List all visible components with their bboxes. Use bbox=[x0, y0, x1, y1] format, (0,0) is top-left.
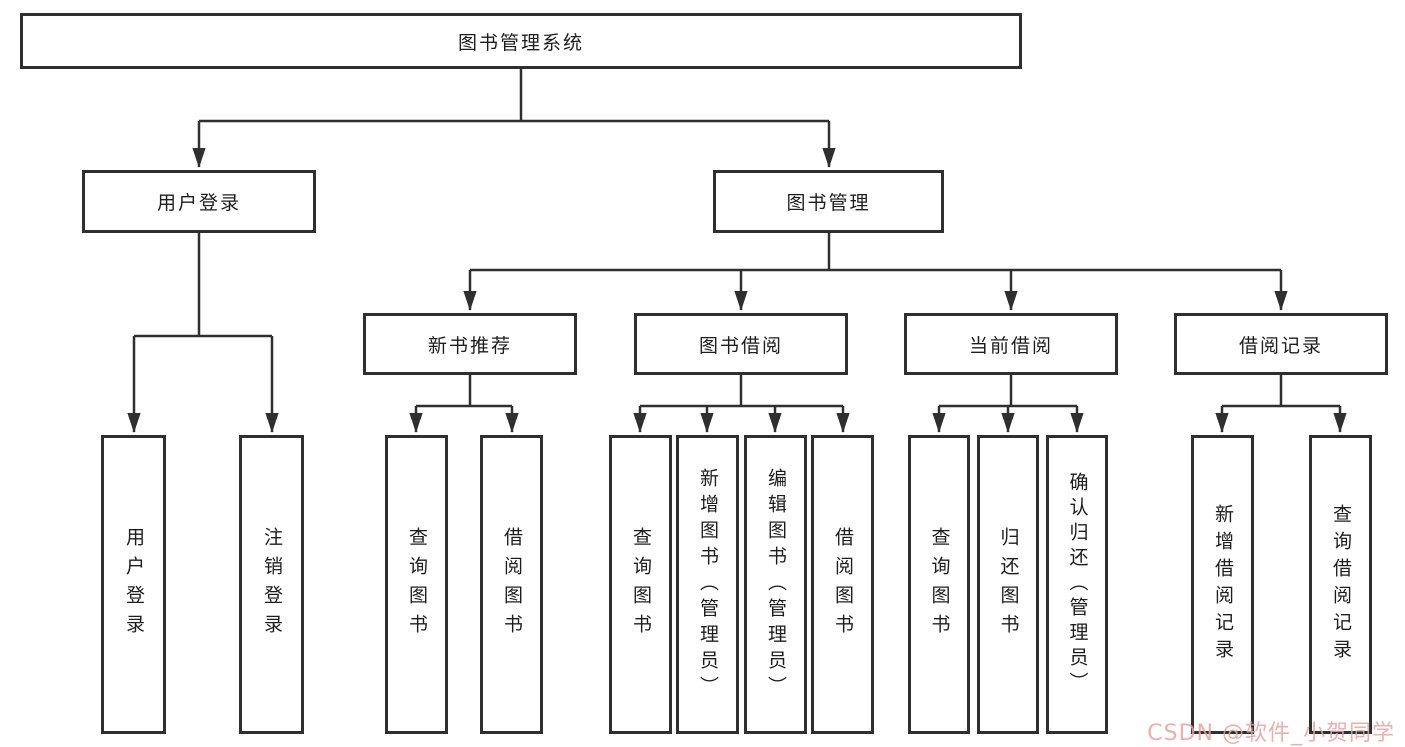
leaf-borrow-book-1: 借阅图书 bbox=[480, 435, 543, 734]
node-user-login: 用户登录 bbox=[82, 170, 316, 233]
node-book-borrow: 图书借阅 bbox=[634, 313, 848, 375]
node-book-management: 图书管理 bbox=[713, 170, 944, 233]
leaf-add-book-admin: 新增图书（管理员） bbox=[676, 435, 739, 734]
leaf-add-borrow-record: 新增借阅记录 bbox=[1191, 435, 1254, 734]
leaf-edit-book-admin: 编辑图书（管理员） bbox=[744, 435, 807, 734]
leaf-query-borrow-record: 查询借阅记录 bbox=[1309, 435, 1372, 734]
leaf-borrow-book-2: 借阅图书 bbox=[811, 435, 874, 734]
csdn-watermark: CSDN @软件_小贺同学 bbox=[1147, 721, 1395, 746]
node-current-borrow: 当前借阅 bbox=[904, 313, 1118, 375]
leaf-query-book-2: 查询图书 bbox=[609, 435, 672, 734]
leaf-return-book: 归还图书 bbox=[977, 435, 1039, 734]
leaf-query-book-1: 查询图书 bbox=[385, 435, 448, 734]
node-new-book-recommend: 新书推荐 bbox=[363, 313, 577, 375]
leaf-confirm-return-admin: 确认归还（管理员） bbox=[1046, 435, 1108, 734]
node-borrow-record: 借阅记录 bbox=[1174, 313, 1388, 375]
node-root: 图书管理系统 bbox=[20, 13, 1022, 69]
leaf-user-login: 用户登录 bbox=[101, 435, 166, 734]
leaf-query-book-3: 查询图书 bbox=[908, 435, 970, 734]
leaf-logout: 注销登录 bbox=[239, 435, 304, 734]
